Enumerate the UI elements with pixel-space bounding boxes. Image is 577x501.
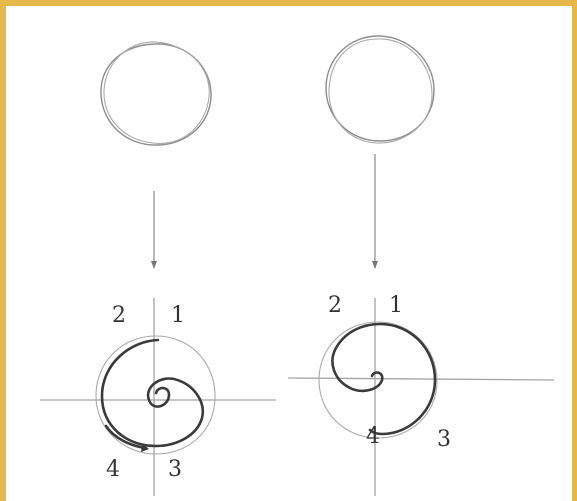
left-axes [40,298,276,496]
right-circle [326,36,434,143]
right-down-arrow [372,154,378,269]
left-spiral [102,340,203,446]
drawing-panel: 2 1 4 3 [6,6,572,501]
left-label-3: 3 [168,457,182,482]
left-down-arrow [151,191,157,269]
left-sketch: 2 1 4 3 [40,42,276,496]
right-label-1: 1 [389,293,403,318]
right-label-4: 4 [366,424,380,449]
right-label-3: 3 [437,427,451,452]
right-label-2: 2 [328,293,342,318]
spiral-drawing-steps: 2 1 4 3 [6,6,572,501]
left-label-1: 1 [171,303,185,328]
right-axes [288,298,554,496]
right-sketch: 2 1 4 3 [288,36,554,496]
left-label-2: 2 [112,303,126,328]
left-label-4: 4 [106,457,120,482]
left-circle [101,42,211,145]
